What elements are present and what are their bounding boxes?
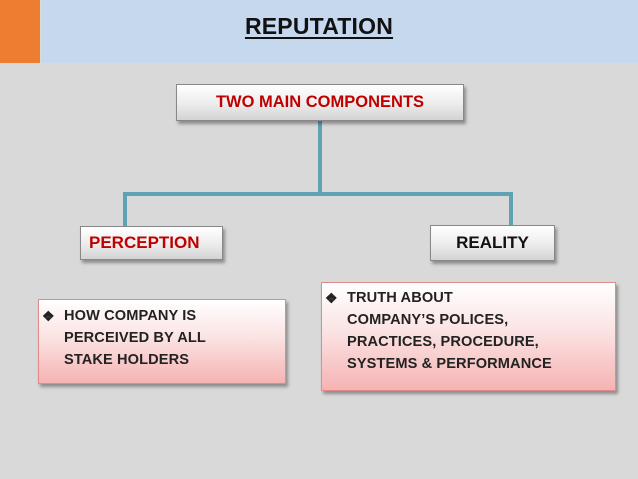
perception-node-label: PERCEPTION xyxy=(89,233,200,252)
slide-title: REPUTATION xyxy=(0,13,638,40)
perception-node: PERCEPTION xyxy=(80,226,223,260)
perception-description-box: ❖ HOW COMPANY IS PERCEIVED BY ALL STAKE … xyxy=(38,299,286,384)
reality-description: TRUTH ABOUT COMPANY’S POLICES, PRACTICES… xyxy=(347,290,552,372)
root-node-label: TWO MAIN COMPONENTS xyxy=(215,93,425,111)
reality-node-label: REALITY xyxy=(456,233,529,252)
header-bar xyxy=(41,0,638,63)
reality-description-box: ❖ TRUTH ABOUT COMPANY’S POLICES, PRACTIC… xyxy=(321,282,616,391)
perception-description: HOW COMPANY IS PERCEIVED BY ALL STAKE HO… xyxy=(64,308,206,368)
reality-node: REALITY xyxy=(430,225,555,261)
accent-block xyxy=(0,0,40,63)
root-node: TWO MAIN COMPONENTS xyxy=(176,84,464,121)
diamond-bullet-icon: ❖ xyxy=(42,308,55,324)
slide-title-text: REPUTATION xyxy=(244,13,394,39)
diamond-bullet-icon: ❖ xyxy=(325,290,338,306)
